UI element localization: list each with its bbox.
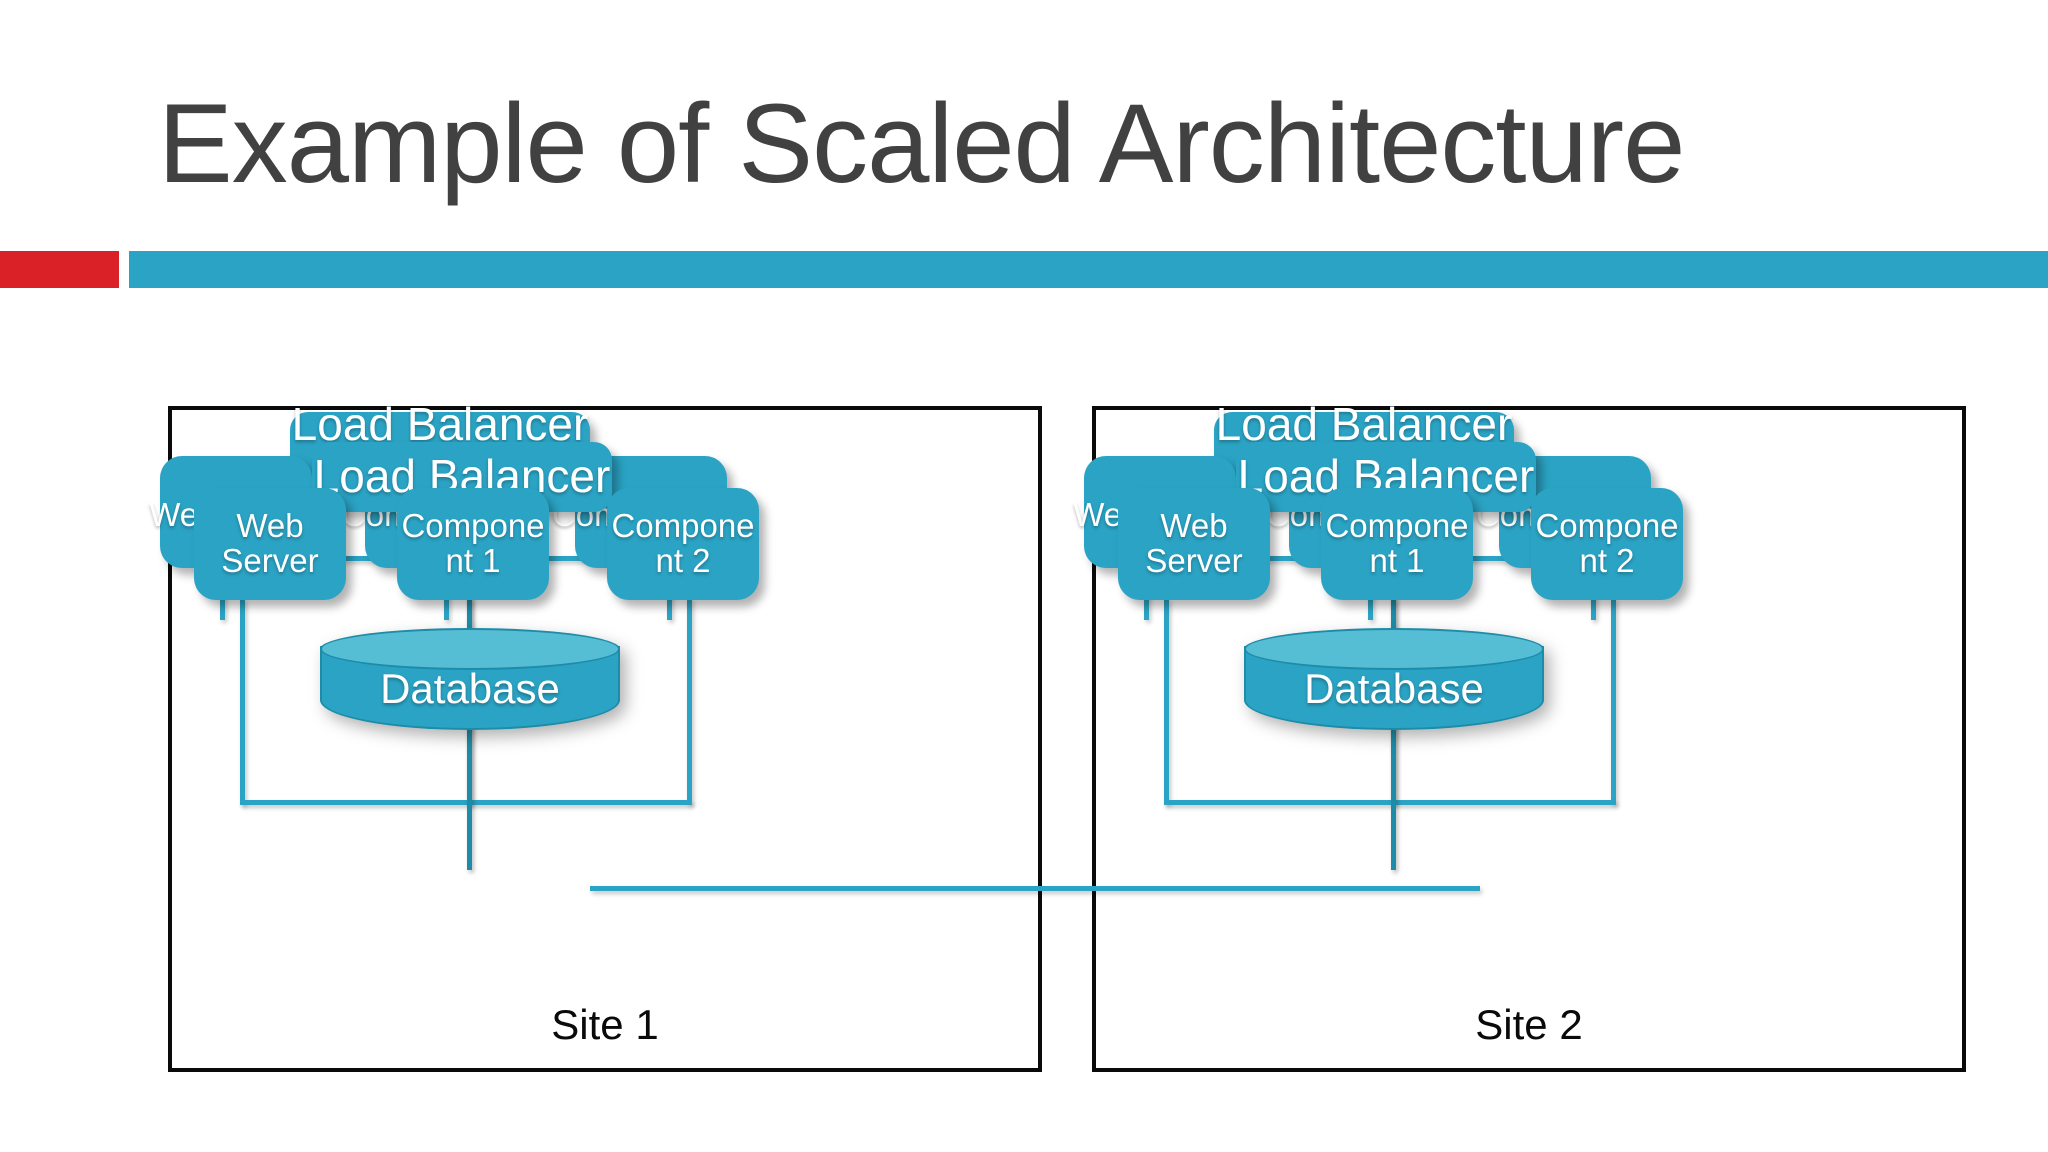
component-1-shape-front-site2[interactable]: Compone nt 1: [1321, 488, 1473, 600]
accent-bar-red: [0, 251, 119, 288]
site-label-2: Site 2: [1475, 1001, 1583, 1048]
component-2-front-label: Compone nt 2: [1535, 507, 1679, 579]
database-label: Database: [380, 665, 560, 712]
component-1-shape-front-site1[interactable]: Compone nt 1: [397, 488, 549, 600]
connector-bus-bottom-left-riser-site1: [240, 598, 245, 804]
database-top-ellipse: [320, 628, 620, 670]
component-2-shape-front-site1[interactable]: Compone nt 2: [607, 488, 759, 600]
site-2-diagram: Load Balancer Load Balancer Web Server W…: [1073, 400, 1962, 1068]
site-1-diagram: Load Balancer Load Balancer Web Server W…: [149, 400, 1038, 1068]
web-server-front-label: Web Server: [1145, 507, 1243, 579]
component-1-front-label: Compone nt 1: [401, 507, 545, 579]
database-site2[interactable]: Database: [1244, 628, 1544, 734]
connector-bus-bottom-site1: [240, 800, 692, 805]
component-1-front-label: Compone nt 1: [1325, 507, 1469, 579]
connector-component1-to-db-site1: [467, 590, 472, 870]
connector-bus-bottom-site2: [1164, 800, 1616, 805]
database-site1[interactable]: Database: [320, 628, 620, 734]
load-balancer-back-label: Load Balancer: [291, 398, 589, 450]
component-2-front-label: Compone nt 2: [611, 507, 755, 579]
database-label: Database: [1304, 665, 1484, 712]
web-server-front-label: Web Server: [221, 507, 319, 579]
web-server-shape-front-site2[interactable]: Web Server: [1118, 488, 1270, 600]
web-server-shape-front-site1[interactable]: Web Server: [194, 488, 346, 600]
accent-bar-teal: [129, 251, 2048, 288]
connector-database-replication-link: [590, 886, 1480, 891]
connector-bus-bottom-right-riser-site1: [687, 598, 692, 804]
component-2-shape-front-site2[interactable]: Compone nt 2: [1531, 488, 1683, 600]
site-container-1: Load Balancer Load Balancer Web Server W…: [149, 400, 1042, 1072]
connector-bus-bottom-right-riser-site2: [1611, 598, 1616, 804]
connector-component1-to-db-site2: [1391, 590, 1396, 870]
site-label-1: Site 1: [551, 1001, 659, 1048]
database-top-ellipse: [1244, 628, 1544, 670]
connector-bus-bottom-left-riser-site2: [1164, 598, 1169, 804]
load-balancer-back-label: Load Balancer: [1215, 398, 1513, 450]
page-title: Example of Scaled Architecture: [158, 81, 1685, 206]
site-container-2: Load Balancer Load Balancer Web Server W…: [1073, 400, 1966, 1072]
